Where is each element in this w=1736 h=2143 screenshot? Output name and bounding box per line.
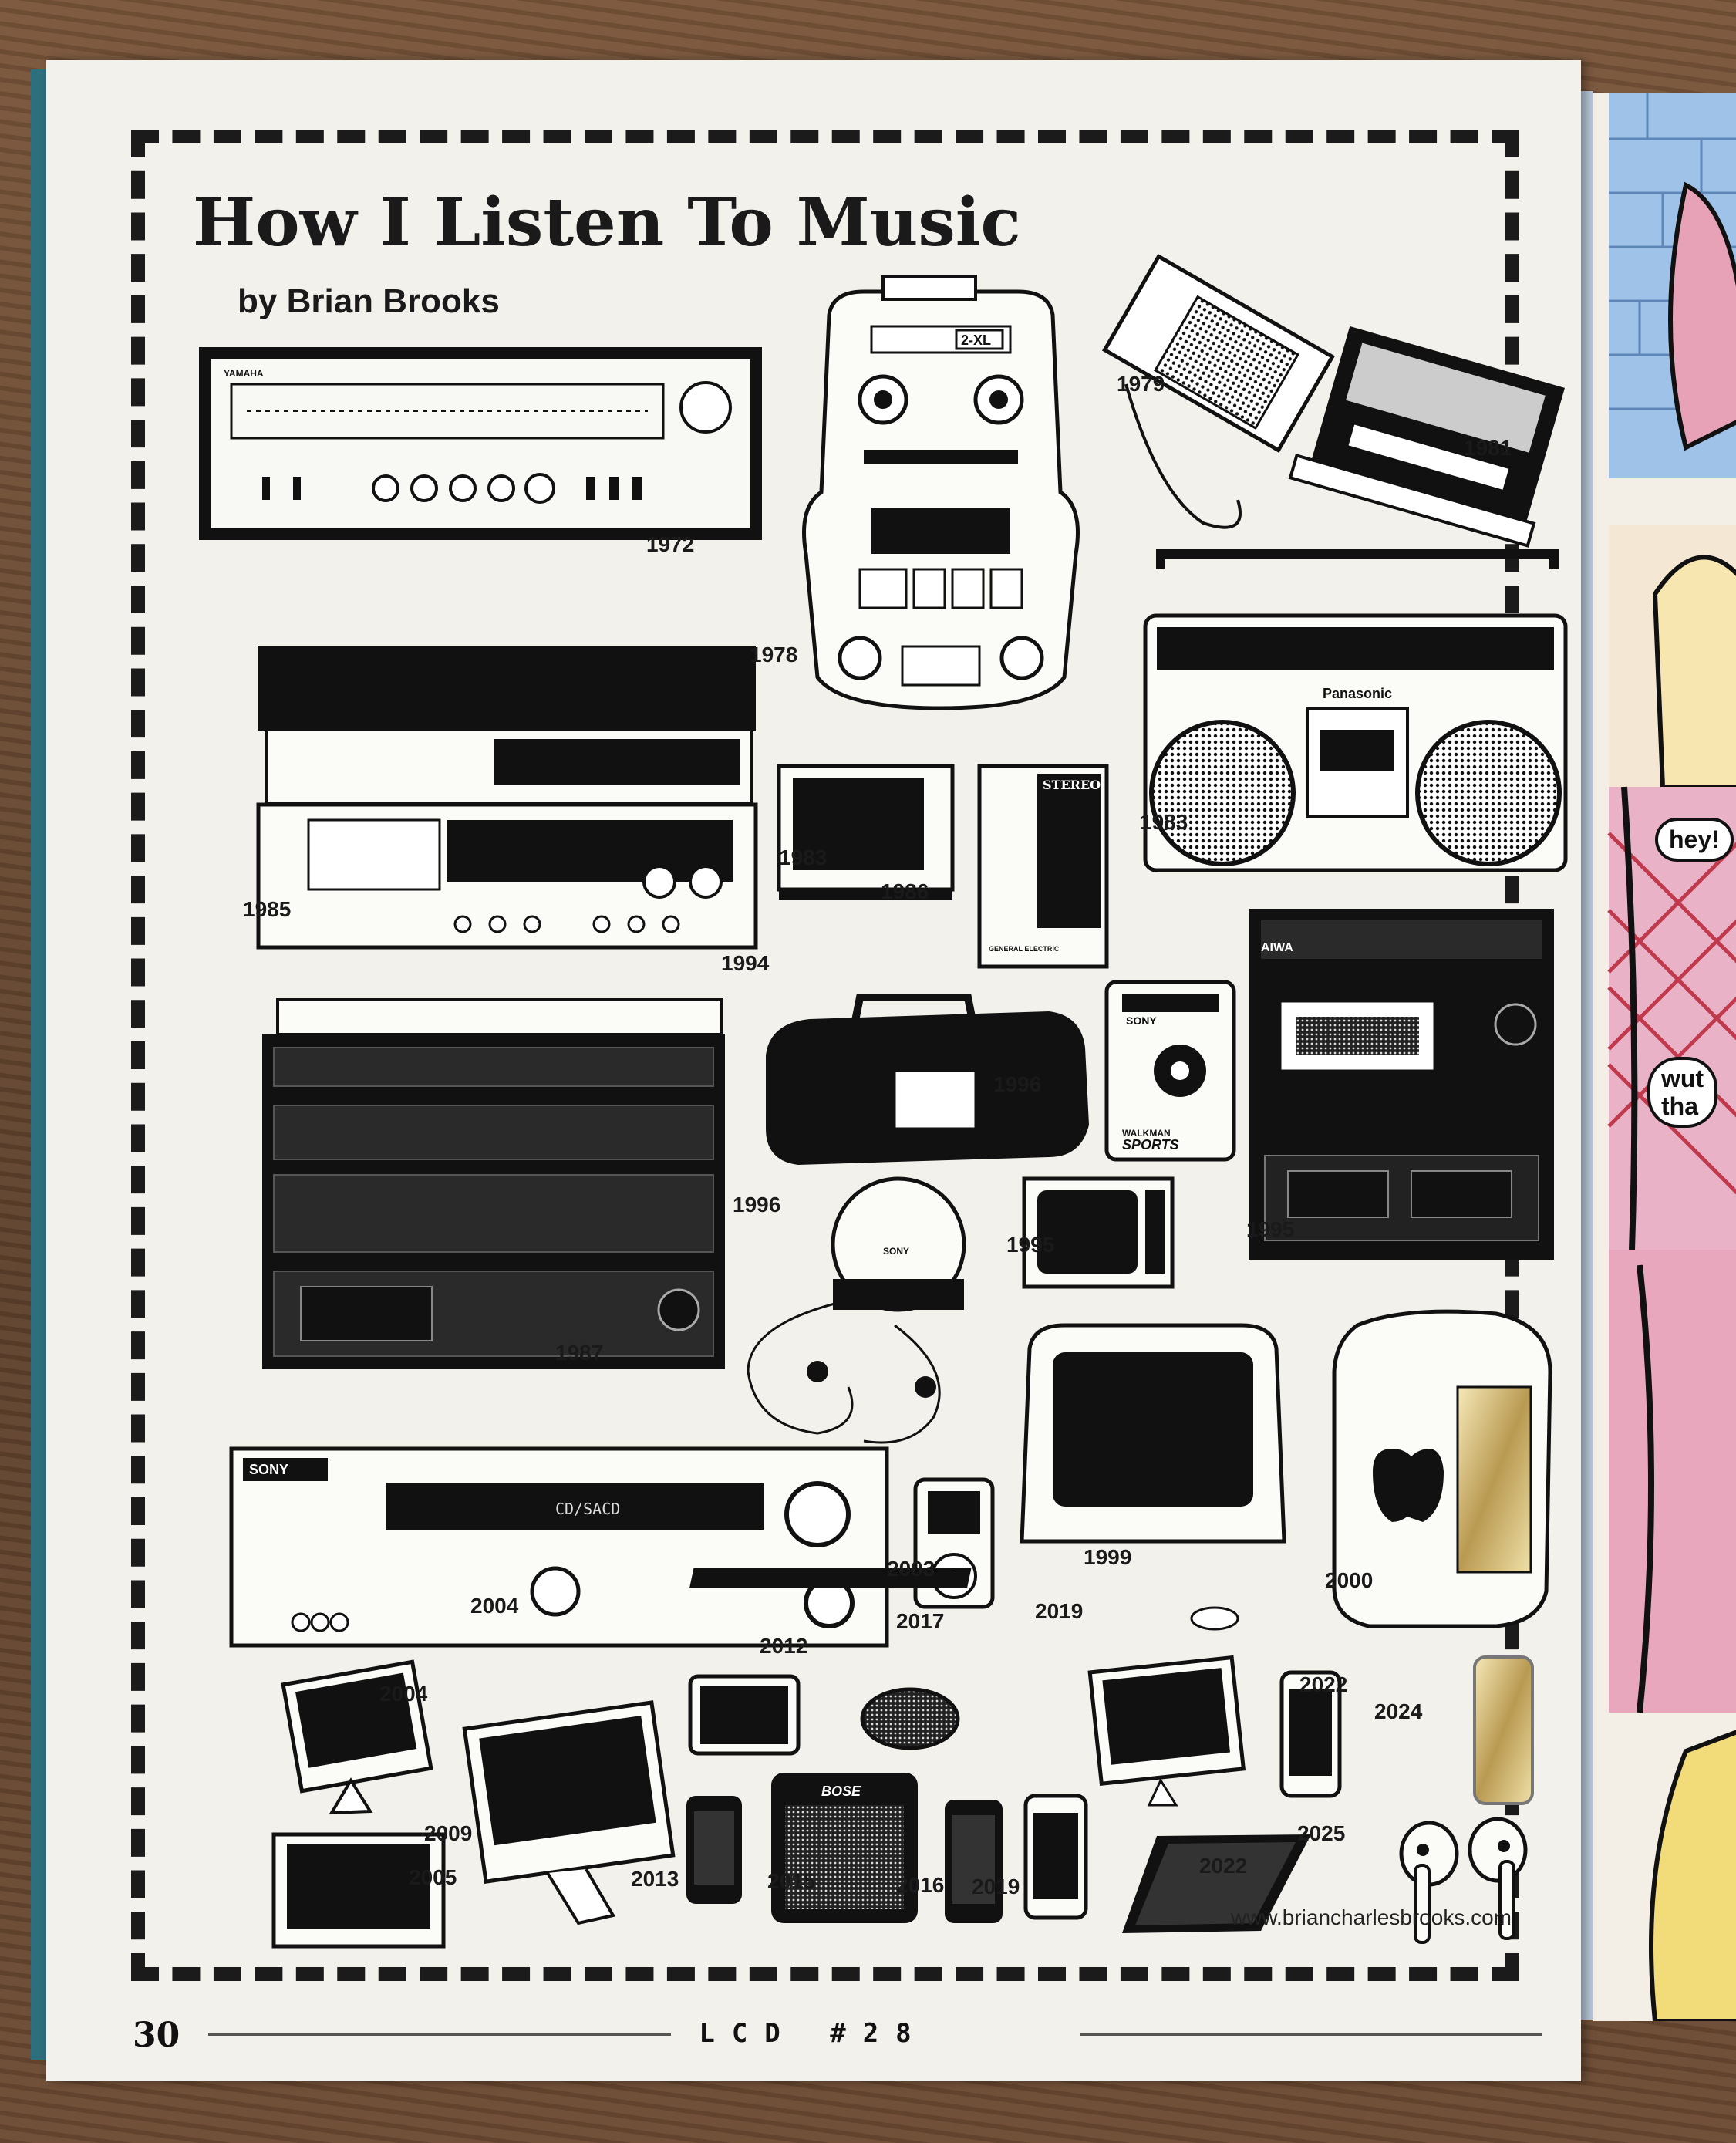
- walkman-1996-illustration: SONY WALKMAN SPORTS: [1104, 980, 1236, 1162]
- year-label: 1986: [881, 879, 929, 903]
- walkman-sports: SPORTS: [1122, 1137, 1179, 1152]
- stereo-1986-label: STEREO: [1043, 778, 1101, 792]
- year-label: 2009: [424, 1821, 473, 1845]
- year-label: 2000: [1325, 1568, 1374, 1592]
- comic-speech-bubble: hey!: [1655, 818, 1734, 862]
- speaker-2015-illustration: BOSE: [771, 1773, 918, 1923]
- year-label: 2025: [1297, 1821, 1346, 1845]
- year-label: 2022: [1299, 1672, 1348, 1696]
- powermac-2000-illustration: [1332, 1309, 1552, 1628]
- article-byline: by Brian Brooks: [238, 282, 500, 320]
- speaker-2017-illustration: [860, 1687, 960, 1750]
- walkman-model: WALKMAN: [1122, 1128, 1171, 1139]
- imac-2019-illustration: [1087, 1655, 1246, 1807]
- magazine-page: How I Listen To Music by Brian Brooks: [46, 60, 1581, 2081]
- device-illustrations: YAMAHA 2-XL: [199, 253, 1568, 1949]
- year-label: 1983: [779, 845, 828, 869]
- stereo-stack-1985-illustration: [256, 646, 758, 950]
- receiver-2004-display: CD/SACD: [555, 1500, 620, 1518]
- year-label: 1972: [646, 532, 695, 556]
- footer-rule-right: [1080, 2033, 1542, 2036]
- year-label: 1979: [1117, 372, 1165, 396]
- receiver-1972-illustration: YAMAHA: [199, 347, 762, 540]
- earbuds-2025-illustration: [1399, 1817, 1528, 1944]
- mini-tv-1995-illustration: [1022, 1176, 1175, 1289]
- robot-badge: 2-XL: [961, 332, 991, 348]
- stereo-1995-illustration: AIWA: [1249, 909, 1554, 1260]
- receiver-2004-illustration: SONY CD/SACD: [229, 1446, 889, 1648]
- boombox-1983-illustration: Panasonic: [1143, 549, 1568, 872]
- stereo-1986-illustration: STEREO GENERAL ELECTRIC: [977, 764, 1109, 969]
- cassette-recorder-1981-illustration: [1288, 326, 1565, 548]
- year-label: 2003: [887, 1557, 935, 1581]
- imac-2009-illustration: [462, 1700, 676, 1925]
- year-label: 1981: [1464, 436, 1512, 460]
- year-label: 2019: [972, 1875, 1020, 1898]
- year-label: 2024: [1374, 1699, 1423, 1723]
- year-label: 2022: [1199, 1854, 1248, 1878]
- year-label: 1994: [721, 951, 770, 975]
- year-label: 2013: [631, 1867, 679, 1891]
- stereo-1995-brand: AIWA: [1261, 941, 1293, 954]
- page-gutter: [1581, 91, 1593, 2020]
- imac-1999-illustration: [689, 1323, 1286, 1631]
- comic-bubble-line: tha: [1661, 1092, 1698, 1120]
- year-label: 2019: [1035, 1599, 1084, 1623]
- comic-art: hey! wut tha: [1593, 93, 1736, 2021]
- tablet-2022-illustration: [1122, 1834, 1311, 1933]
- year-label: 2016: [896, 1873, 945, 1897]
- year-label: 1987: [555, 1341, 604, 1365]
- year-label: 1996: [733, 1193, 781, 1217]
- year-label: 1978: [750, 643, 798, 667]
- robot-1978-illustration: 2-XL: [802, 275, 1080, 710]
- year-label: 1985: [243, 897, 292, 921]
- year-label: 2017: [896, 1609, 945, 1633]
- imac-g5-2004-illustration: [281, 1659, 433, 1815]
- year-label: 1999: [1084, 1545, 1132, 1569]
- stereo-stack-1987-illustration: [262, 998, 725, 1369]
- boombox-1983-brand: Panasonic: [1323, 686, 1392, 701]
- phone-2022-illustration: [1279, 1670, 1342, 1798]
- year-label: 1995: [1246, 1217, 1295, 1241]
- article-title: How I Listen To Music: [193, 184, 1021, 262]
- footer-rule-left: [208, 2033, 671, 2036]
- phone-2013-illustration: [686, 1796, 742, 1904]
- mini-tv-1983-illustration: [777, 764, 955, 900]
- year-label: 1983: [1140, 810, 1188, 834]
- speaker-2015-brand: BOSE: [821, 1784, 861, 1799]
- comic-speech-bubble: wut tha: [1647, 1057, 1718, 1128]
- facing-comic-page: hey! wut tha: [1593, 93, 1736, 2021]
- year-label: 1995: [1006, 1233, 1055, 1257]
- receiver-1972-brand: YAMAHA: [224, 368, 264, 379]
- year-label: 2012: [760, 1634, 808, 1658]
- radio-1979-illustration: [1102, 253, 1335, 529]
- discman-brand: SONY: [883, 1246, 909, 1257]
- phone-2019-illustration: [1023, 1794, 1088, 1920]
- stereo-1986-brand: GENERAL ELECTRIC: [989, 945, 1060, 953]
- boombox-1994-illustration: [766, 994, 1090, 1166]
- year-label: 2004: [470, 1594, 519, 1618]
- tv-2005-illustration: [271, 1832, 446, 1949]
- phone-2016-illustration: [945, 1800, 1003, 1923]
- year-label: 2005: [409, 1865, 457, 1889]
- magazine-issue: LCD #28: [699, 2018, 929, 2049]
- comic-bubble-line: wut: [1661, 1065, 1704, 1092]
- tablet-2012-illustration: [688, 1674, 801, 1756]
- discman-1996-illustration: SONY: [747, 1176, 966, 1444]
- artist-website: www.briancharlesbrooks.com: [1230, 1905, 1512, 1929]
- page-number: 30: [133, 2016, 180, 2055]
- year-label: 1996: [993, 1072, 1042, 1096]
- year-label: 2004: [379, 1682, 428, 1706]
- receiver-2004-brand: SONY: [249, 1462, 288, 1477]
- walkman-brand: SONY: [1126, 1014, 1157, 1027]
- year-label: 2015: [767, 1869, 816, 1893]
- phone-2024-illustration: [1473, 1655, 1534, 1805]
